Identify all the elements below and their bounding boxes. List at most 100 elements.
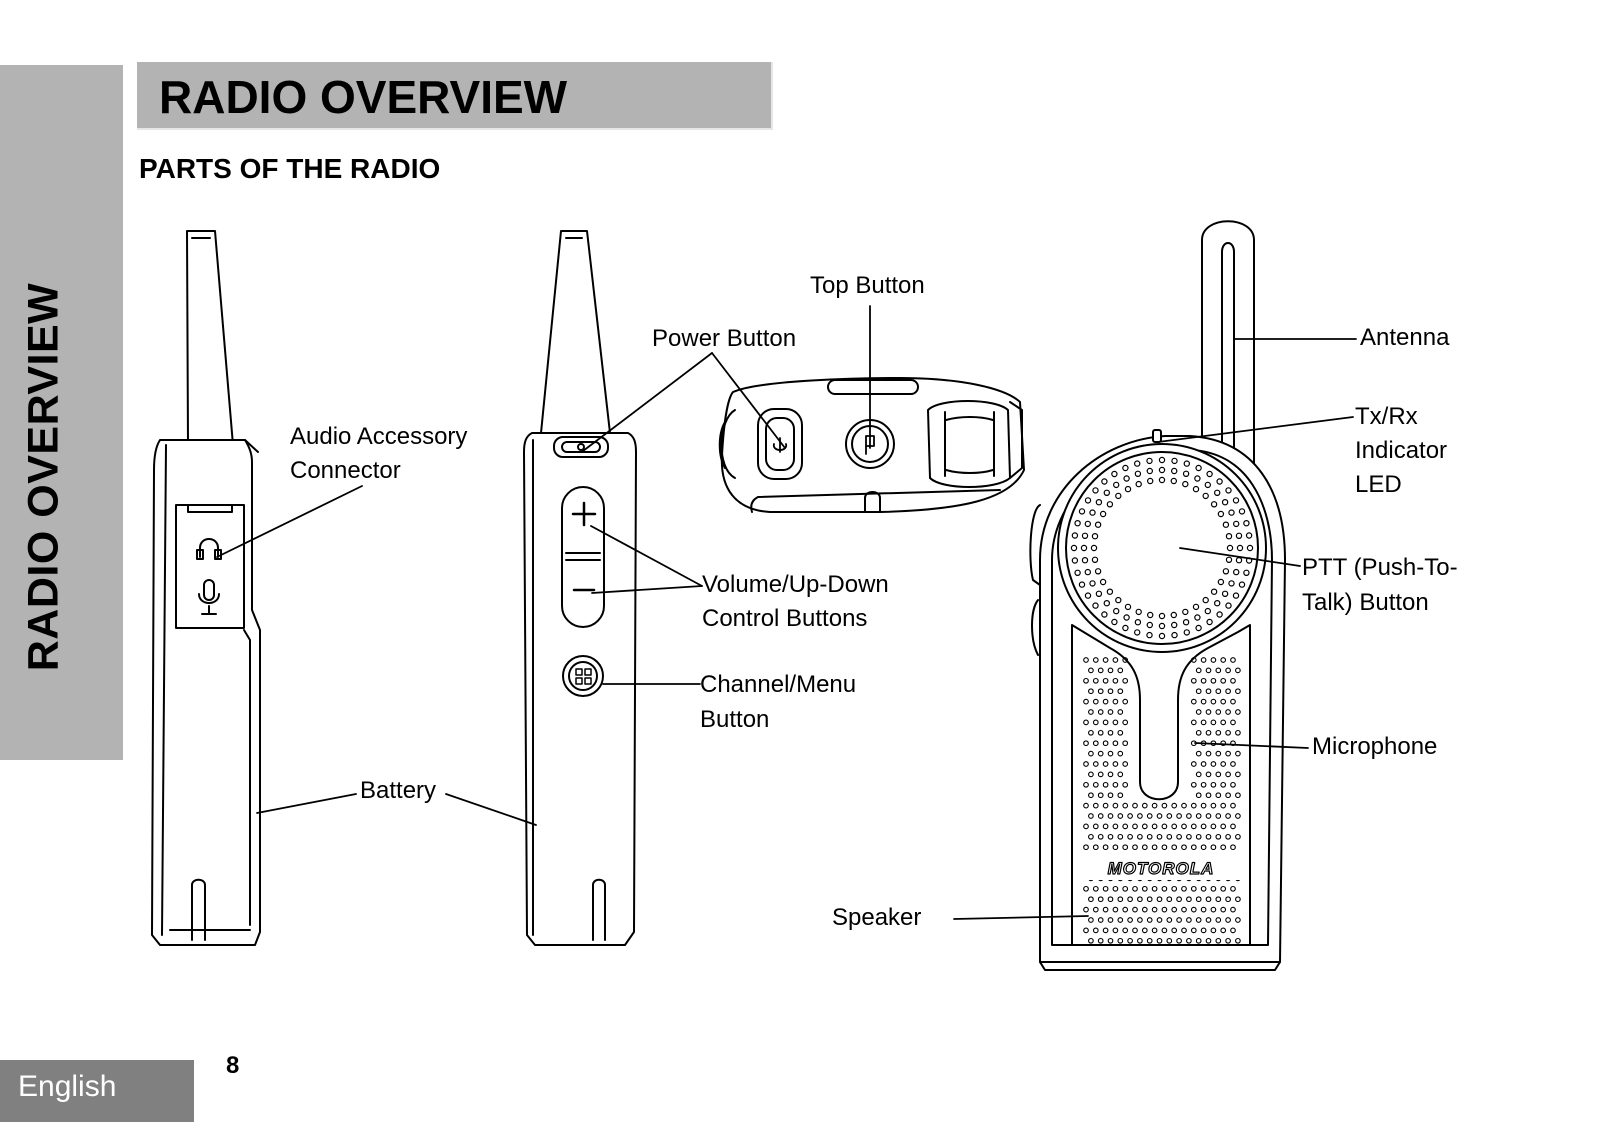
grille-hole — [1220, 677, 1227, 684]
grille-hole — [1111, 470, 1118, 478]
grille-hole — [1081, 532, 1089, 540]
label-txrx-2: Indicator — [1355, 437, 1447, 464]
grille-hole — [1230, 761, 1236, 767]
grille-hole — [1210, 844, 1217, 851]
grille-hole — [1213, 600, 1221, 607]
grille-hole — [1200, 781, 1207, 788]
grille-hole — [1107, 709, 1114, 715]
grille-hole — [1107, 750, 1114, 757]
grille-hole — [1083, 823, 1089, 830]
grille-hole — [1210, 802, 1217, 809]
ptt-speaker-holes — [1070, 456, 1254, 640]
grille-hole — [1107, 833, 1114, 840]
grille-hole — [1102, 802, 1109, 809]
grille-hole — [1183, 629, 1191, 636]
grille-hole — [1097, 813, 1104, 819]
grille-hole — [1228, 509, 1235, 516]
grille-hole — [1117, 792, 1124, 799]
grille-hole — [1097, 667, 1104, 674]
grille-hole — [1230, 906, 1236, 913]
grille-hole — [1220, 740, 1227, 747]
grille-hole — [1088, 833, 1094, 840]
grille-hole — [1092, 802, 1099, 809]
callout-lines — [216, 305, 1357, 920]
grille-hole — [1151, 906, 1158, 913]
grille-hole — [1097, 937, 1104, 944]
grille-hole — [1221, 590, 1229, 598]
grille-hole — [1230, 927, 1236, 934]
grille-hole — [1102, 657, 1109, 663]
grille-hole — [1225, 792, 1231, 799]
grille-hole — [1215, 813, 1222, 819]
grille-hole — [1220, 906, 1227, 913]
grille-hole — [1107, 917, 1114, 923]
grille-hole — [1124, 485, 1132, 493]
grille-hole — [1202, 596, 1209, 604]
grille-hole — [1205, 792, 1212, 799]
grille-hole — [1192, 485, 1200, 493]
grille-hole — [1171, 885, 1178, 892]
grille-hole — [1094, 521, 1102, 528]
grille-hole — [1230, 823, 1236, 830]
grille-hole — [1190, 698, 1197, 705]
label-txrx-1: Tx/Rx — [1355, 403, 1418, 430]
grille-hole — [1102, 927, 1109, 934]
grille-hole — [1122, 624, 1129, 632]
grille-hole — [1156, 896, 1163, 903]
grille-hole — [1146, 611, 1154, 619]
label-power-button: Power Button — [652, 325, 796, 352]
grille-hole — [1205, 833, 1212, 840]
grille-hole — [1097, 729, 1104, 736]
grille-hole — [1111, 618, 1118, 626]
grille-hole — [1205, 896, 1212, 903]
grille-hole — [1103, 489, 1111, 496]
grille-hole — [1117, 896, 1124, 903]
grille-hole — [1195, 792, 1202, 799]
grille-hole — [1070, 544, 1078, 552]
grille-hole — [1080, 544, 1088, 552]
grille-hole — [1097, 750, 1104, 757]
grille-hole — [1102, 719, 1109, 726]
grille-hole — [1235, 688, 1241, 695]
grille-hole — [1192, 603, 1200, 611]
grille-hole — [1122, 464, 1129, 472]
grille-hole — [1171, 906, 1178, 913]
grille-hole — [1161, 823, 1168, 830]
grille-hole — [1215, 833, 1222, 840]
grille-hole — [1107, 813, 1114, 819]
grille-hole — [1190, 844, 1197, 851]
grille-hole — [1170, 621, 1178, 629]
language-tab: English — [0, 1060, 194, 1122]
grille-hole — [1195, 624, 1202, 632]
grille-hole — [1122, 781, 1129, 788]
grille-hole — [1222, 568, 1230, 575]
grille-hole — [1205, 688, 1212, 695]
grille-hole — [1220, 927, 1227, 934]
grille-hole — [1092, 761, 1099, 767]
grille-hole — [1141, 885, 1148, 892]
label-channel-menu-2: Button — [700, 706, 769, 733]
grille-hole — [1235, 750, 1241, 757]
grille-hole — [1092, 719, 1099, 726]
grille-hole — [1135, 480, 1142, 488]
grille-hole — [1083, 657, 1089, 663]
grille-hole — [1146, 621, 1154, 629]
grille-hole — [1230, 677, 1236, 684]
grille-hole — [1112, 481, 1120, 489]
grille-hole — [1205, 813, 1212, 819]
grille-hole — [1092, 823, 1099, 830]
grille-hole — [1166, 896, 1173, 903]
grille-hole — [1232, 568, 1240, 576]
grille-hole — [1235, 937, 1241, 944]
grille-hole — [1225, 937, 1231, 944]
grille-hole — [1181, 802, 1187, 809]
grille-hole — [1220, 823, 1227, 830]
grille-hole — [1232, 497, 1240, 504]
grille-hole — [1107, 937, 1114, 944]
grille-hole — [1181, 906, 1187, 913]
grille-hole — [1238, 581, 1246, 588]
grille-hole — [1134, 470, 1142, 477]
grille-hole — [1084, 568, 1092, 576]
grille-hole — [1225, 729, 1231, 736]
grille-hole — [1202, 492, 1209, 500]
